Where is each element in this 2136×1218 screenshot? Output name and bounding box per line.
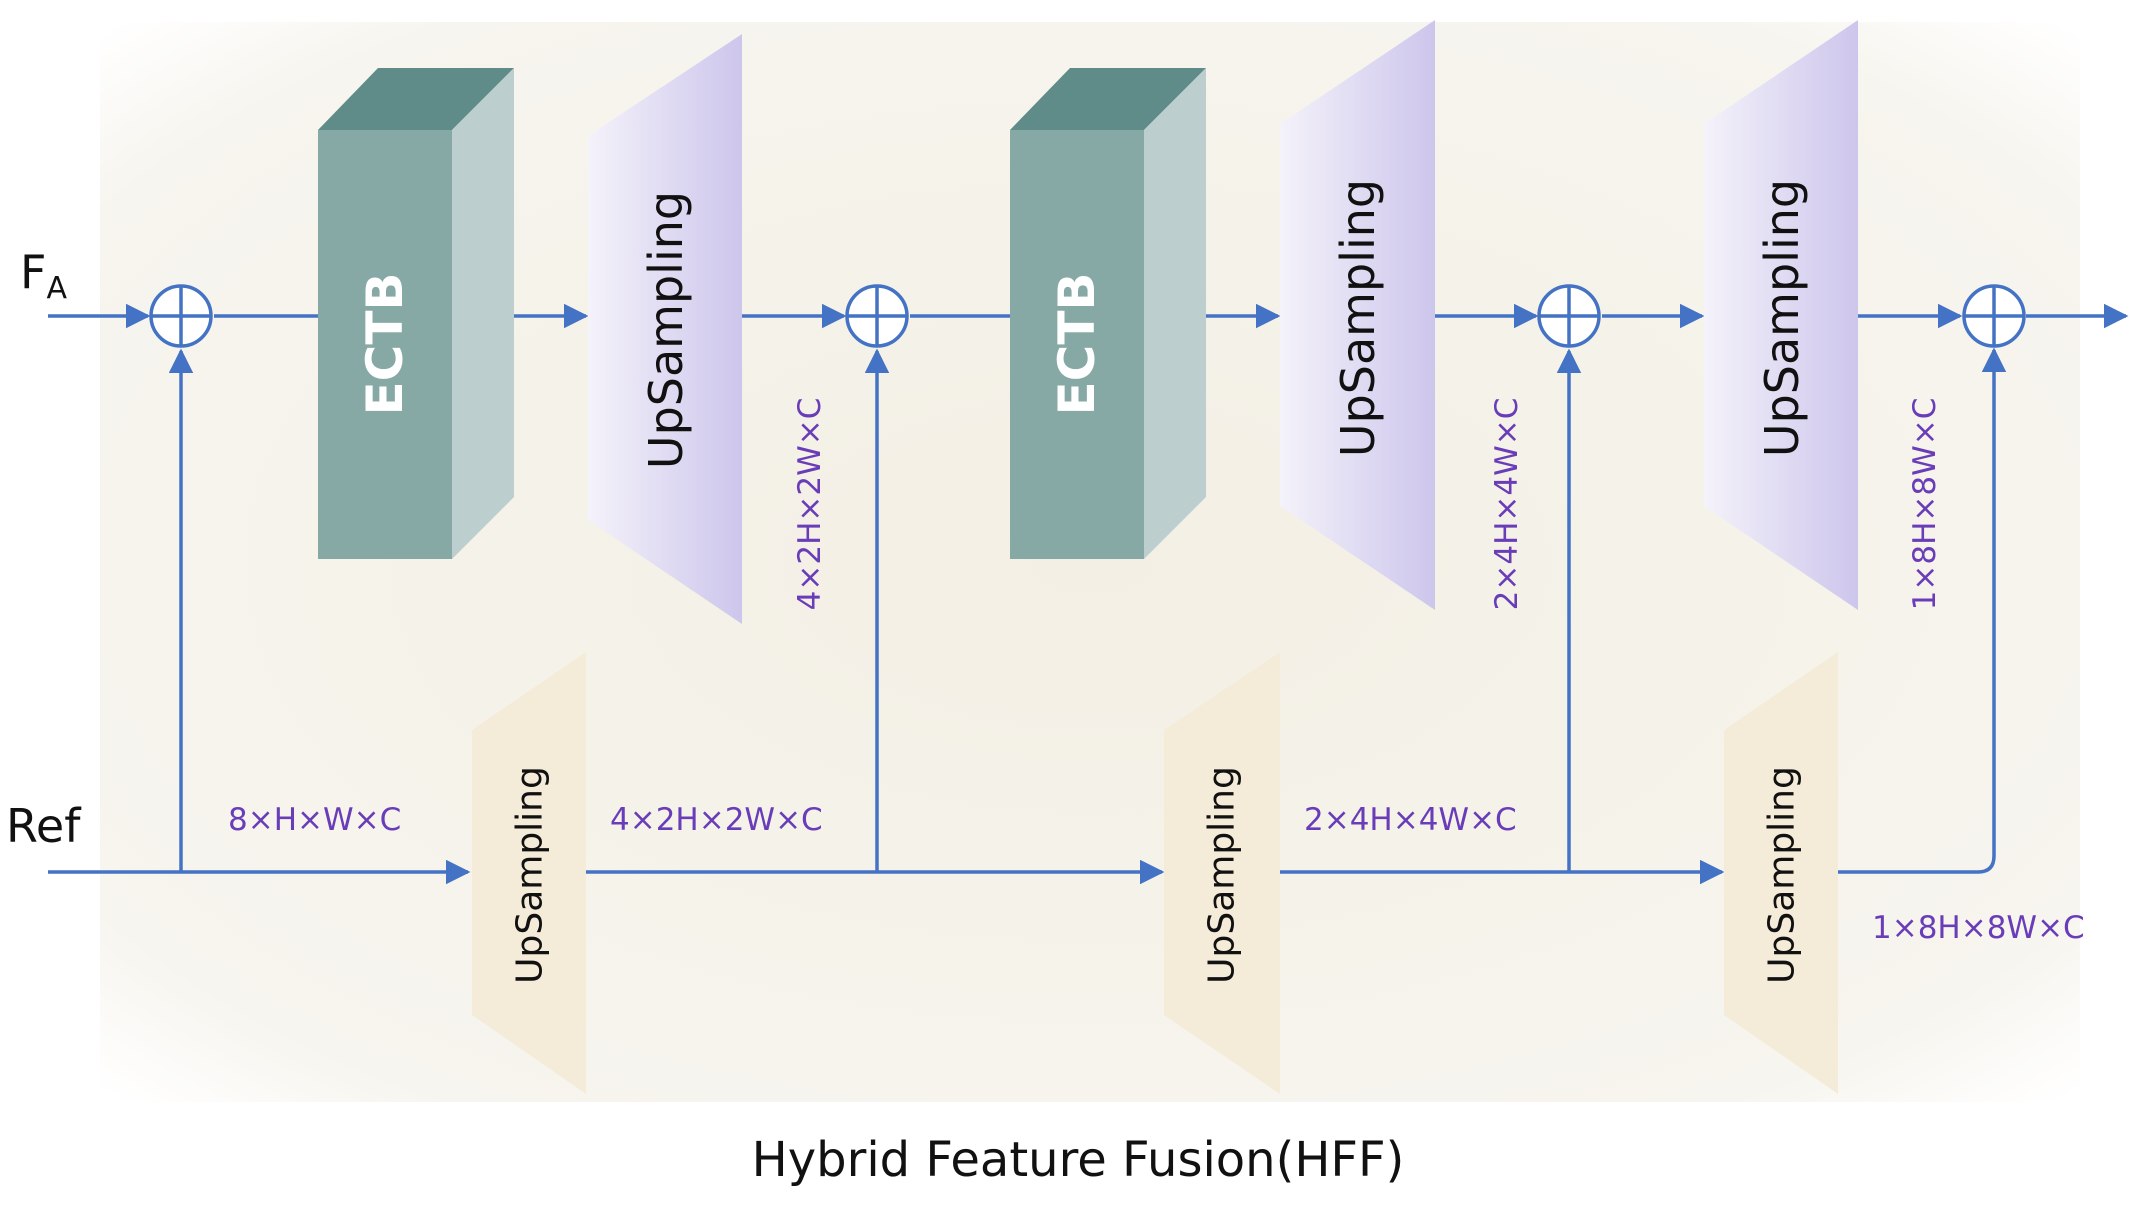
dim-vertical-2: 2×4H×4W×C — [1489, 398, 1525, 611]
input-fa-label: FA — [20, 245, 67, 306]
sum-nodes — [149, 284, 2026, 348]
upsampling-top-3-label: UpSampling — [1755, 179, 1809, 457]
ectb-block-1: ECTB — [318, 68, 514, 559]
input-fa-sub: A — [46, 271, 67, 306]
upsampling-bottom-1-label: UpSampling — [510, 766, 551, 984]
bottom-row-arrows — [48, 347, 2007, 885]
line-upbot3-to-sum4 — [1838, 347, 2007, 874]
diagram-caption: Hybrid Feature Fusion(HFF) — [752, 1132, 1405, 1188]
ectb-1-label: ECTB — [356, 272, 414, 415]
upsampling-bottom-2-label: UpSampling — [1202, 766, 1243, 984]
input-fa-main: F — [20, 245, 46, 299]
dim-bottom-3: 2×4H×4W×C — [1304, 802, 1517, 838]
upsampling-top-2: UpSampling — [1280, 20, 1435, 610]
upsampling-bottom-3-label: UpSampling — [1762, 766, 1803, 984]
upsampling-top-1-label: UpSampling — [639, 191, 693, 469]
upsampling-top-3: UpSampling — [1704, 20, 1858, 610]
upsampling-bottom-3: UpSampling — [1724, 652, 1838, 1094]
sum-node-1 — [149, 284, 213, 348]
upsampling-top-2-label: UpSampling — [1331, 179, 1385, 457]
sum-node-4 — [1962, 284, 2026, 348]
sum-node-3 — [1537, 284, 1601, 348]
ectb-block-2: ECTB — [1010, 68, 1206, 559]
upsampling-bottom-1: UpSampling — [472, 652, 586, 1094]
ectb-2-label: ECTB — [1048, 272, 1106, 415]
upsampling-top-1: UpSampling — [588, 34, 742, 624]
dim-vertical-3: 1×8H×8W×C — [1907, 398, 1943, 611]
dim-bottom-2: 4×2H×2W×C — [610, 802, 823, 838]
dim-bottom-1: 8×H×W×C — [228, 802, 401, 838]
dim-vertical-1: 4×2H×2W×C — [792, 398, 828, 611]
input-ref-label: Ref — [6, 799, 82, 853]
sum-node-2 — [845, 284, 909, 348]
dim-bottom-4: 1×8H×8W×C — [1872, 910, 2085, 946]
upsampling-bottom-2: UpSampling — [1164, 652, 1280, 1094]
